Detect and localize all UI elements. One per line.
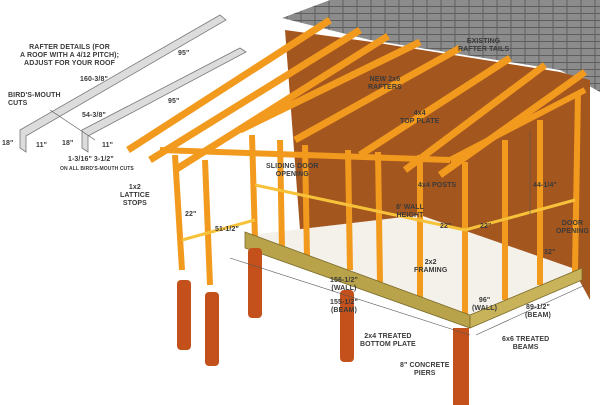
label-line: HEIGHT [396,212,424,219]
label-line: LATTICE [120,192,150,199]
lattice-spacing-label: 22" [185,211,197,218]
existing-roof [282,0,600,92]
rafter-details-heading: RAFTER DETAILS (FOR A ROOF WITH A 4/12 P… [20,44,119,68]
heading-line: RAFTER DETAILS (FOR [29,44,110,51]
label-line: 2x4 TREATED [364,333,412,340]
label-line: NEW 2x6 [369,76,401,83]
short-rafter-span: 95" [168,98,180,105]
birds-mouth-label: BIRD'S-MOUTH CUTS [8,92,61,108]
label-line: TOP PLATE [400,118,440,125]
beams-label: 6x6 TREATED BEAMS [502,336,549,352]
framing-2x2-label: 2x2 FRAMING [414,259,447,275]
label-line: 155-1/2" [330,299,358,306]
label-line: 89-1/2" [526,304,550,311]
label-line: SLIDING DOOR [266,163,319,170]
wall-framing [181,183,576,242]
tail-b: 18" [62,140,74,147]
label-line: FRAMING [414,267,448,274]
door-width-label: 32" [544,249,556,256]
rafter-detail-short [81,47,247,153]
lattice-width-label: 51-1/2" [215,226,239,233]
cut-dimensions: 1-3/16" 3-1/2" [68,156,114,163]
door-opening-label: DOOR OPENING [556,220,589,236]
label-line: 1x2 [128,184,141,191]
door-height-label: 44-1/4" [533,182,557,189]
floor [250,215,578,320]
bottom-plate-label: 2x4 TREATED BOTTOM PLATE [360,333,416,349]
spacing-1-label: 22" [440,223,452,230]
spacing-2-label: 22" [480,223,492,230]
rafter-detail-long [19,14,227,153]
concrete-piers [177,248,469,405]
long-rafter-length: 160-3/8" [80,76,108,83]
leader-lines [49,109,586,336]
label-line: (BEAM) [331,307,357,314]
label-line: (BEAM) [525,312,551,319]
seat-b: 11" [102,142,114,149]
label-line: OPENING [556,228,589,235]
beam-short-label: 89-1/2" (BEAM) [525,304,551,320]
cut-note: ON ALL BIRD'S-MOUTH CUTS [60,166,134,172]
wall-long-label: 156-1/2" (WALL) [330,277,358,293]
beam-side [469,267,583,329]
label-line: DOOR [561,220,584,227]
posts [172,91,581,318]
label-line: BEAMS [512,344,539,351]
label-line: 6x6 TREATED [502,336,550,343]
sliding-door-label: SLIDING DOOR OPENING [266,163,319,179]
label-line: 8' WALL [396,204,425,211]
tail-a: 18" [2,140,14,147]
beam-long-label: 155-1/2" (BEAM) [330,299,358,315]
label-line: RAFTER TAILS [458,46,510,53]
seat-a: 11" [36,142,48,149]
rafters [126,17,588,178]
heading-line: A ROOF WITH A 4/12 PITCH); [20,52,120,59]
label-line: EXISTING [466,38,501,45]
label-line: (WALL) [331,285,357,292]
label-line: BOTTOM PLATE [360,341,416,348]
wall-short-label: 96" (WALL) [472,297,497,313]
label-line: CUTS [8,100,28,107]
label-line: PIERS [414,370,436,377]
label-line: RAFTERS [368,84,402,91]
label-line: 4x4 [413,110,426,117]
lattice-stops-label: 1x2 LATTICE STOPS [120,184,150,208]
label-line: OPENING [275,171,309,178]
existing-rafter-tails-label: EXISTING RAFTER TAILS [458,38,509,54]
label-line: 156-1/2" [330,277,358,284]
label-line: STOPS [122,200,147,207]
label-line: 96" [478,297,491,304]
short-rafter-length: 54-3/8" [82,112,106,119]
piers-label: 8" CONCRETE PIERS [400,362,450,378]
label-line: BIRD'S-MOUTH [8,92,61,99]
posts-label: 4x4 POSTS [418,182,457,189]
long-rafter-span: 95" [178,50,190,57]
label-line: 2x2 [424,259,437,266]
label-line: (WALL) [472,305,498,312]
wall-height-label: 8' WALL HEIGHT [396,204,424,220]
new-rafters-label: NEW 2x6 RAFTERS [368,76,402,92]
heading-line: ADJUST FOR YOUR ROOF [24,60,115,67]
top-plate-label: 4x4 TOP PLATE [400,110,439,126]
label-line: 8" CONCRETE [400,362,450,369]
